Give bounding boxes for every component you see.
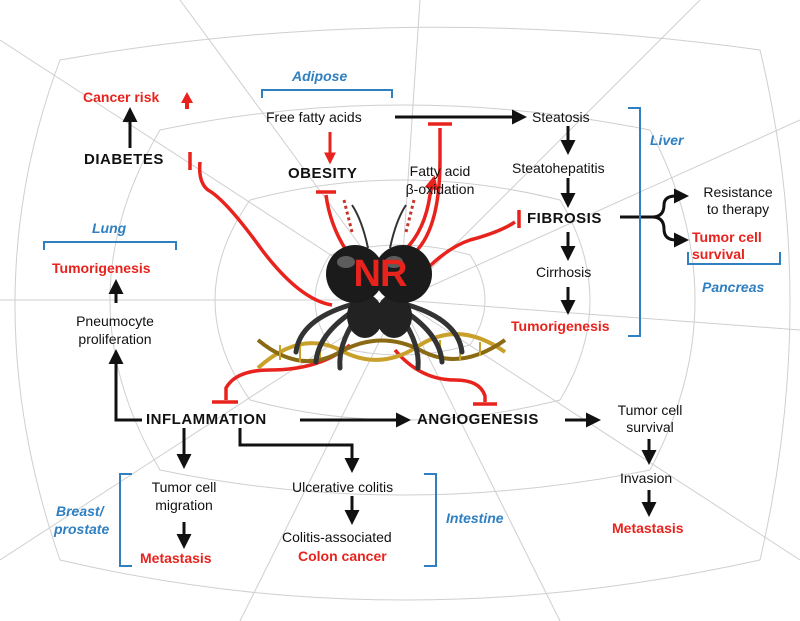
free-fatty-acids-label: Free fatty acids (266, 109, 362, 125)
arrow-fibrosis-to-survival (651, 215, 689, 248)
angio-survival-line2: survival (626, 419, 674, 435)
arrow-fibrosis-to-resistance (620, 188, 689, 219)
pancreas-label: Pancreas (702, 279, 765, 295)
inflammation-label: INFLAMMATION (146, 411, 267, 428)
pancreas-survival-line2: survival (692, 246, 745, 262)
intestine-label: Intestine (446, 510, 504, 526)
fibrosis-label: FIBROSIS (527, 210, 602, 227)
nr-spider-icon (293, 199, 465, 371)
inhibit-obesity (324, 194, 348, 251)
bracket-adipose (261, 89, 393, 98)
cirrhosis-label: Cirrhosis (536, 264, 592, 280)
angio-metastasis-label: Metastasis (612, 520, 684, 536)
liver-label: Liver (650, 132, 684, 148)
obesity-label: OBESITY (288, 165, 358, 182)
bracket-liver (628, 107, 641, 337)
liver-tumorigenesis-label: Tumorigenesis (511, 318, 610, 334)
angio-survival-line1: Tumor cell (617, 402, 683, 418)
nr-label: NR (353, 253, 408, 295)
lung-tumorigenesis-label: Tumorigenesis (52, 260, 151, 276)
arrow-inflammation-to-proliferation (108, 349, 142, 422)
angiogenesis-label: ANGIOGENESIS (417, 411, 539, 428)
resistance-line2: to therapy (706, 201, 770, 217)
invasion-label: Invasion (620, 470, 673, 486)
adipose-label: Adipose (292, 68, 348, 84)
fa-oxidation-line2: β-oxidation (405, 181, 475, 197)
migration-line1: Tumor cell (151, 479, 217, 495)
lung-label: Lung (92, 220, 127, 236)
pancreas-survival-line1: Tumor cell (692, 229, 762, 245)
bracket-intestine (424, 473, 437, 567)
resistance-line1: Resistance (703, 184, 773, 200)
cancer-risk-label: Cancer risk (83, 89, 160, 105)
fa-oxidation-line1: Fatty acid (409, 163, 471, 179)
inhibit-diabetes (197, 161, 333, 307)
inhibit-inflammation (224, 343, 352, 400)
breast-metastasis-label: Metastasis (140, 550, 212, 566)
bracket-pancreas (687, 252, 781, 265)
arrow-inflammation-to-colitis (238, 428, 360, 473)
colitis-label: Ulcerative colitis (292, 479, 394, 495)
breast-prostate-label-line1: Breast/ (56, 503, 104, 519)
colitis-assoc-label: Colitis-associated (282, 529, 392, 545)
bracket-lung (43, 241, 177, 250)
migration-line2: migration (155, 497, 213, 513)
breast-prostate-label-line2: prostate (54, 521, 110, 537)
proliferation-line2: proliferation (78, 331, 152, 347)
steatohepatitis-label: Steatohepatitis (512, 160, 605, 176)
diabetes-label: DIABETES (84, 151, 164, 168)
steatosis-label: Steatosis (532, 109, 590, 125)
bracket-breast-prostate (119, 473, 132, 567)
colon-cancer-label: Colon cancer (298, 548, 387, 564)
inhibit-angiogenesis (393, 348, 487, 402)
proliferation-line1: Pneumocyte (76, 313, 154, 329)
